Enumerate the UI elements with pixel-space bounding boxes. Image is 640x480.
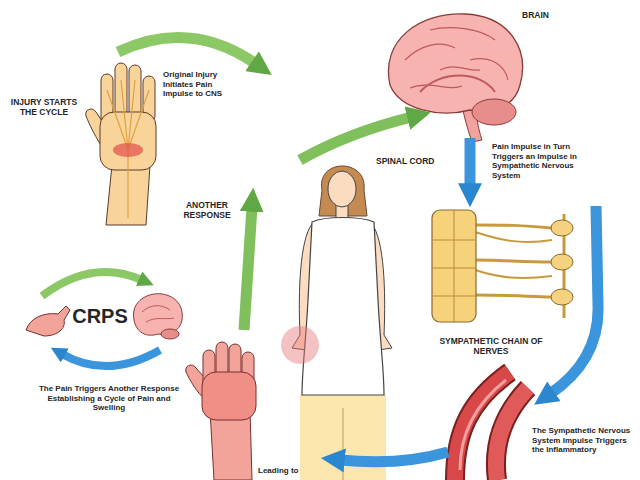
cycle-arrow [42, 272, 142, 296]
cerebellum [472, 99, 516, 125]
ganglion [551, 289, 573, 305]
injured-hand [86, 63, 156, 225]
woman-figure [281, 166, 392, 480]
label-holder: SPINAL CORD [376, 156, 448, 166]
small-brain [133, 294, 182, 336]
green-arrow [300, 117, 412, 160]
crps-cycle [26, 272, 182, 366]
step-note: Pain Impulse in Turn Triggers an Impulse… [492, 142, 597, 180]
small-hand [26, 306, 70, 336]
blue-arrow [465, 138, 476, 188]
nerves [475, 232, 552, 278]
label-holder: CRPS [70, 304, 130, 328]
pain-spot [281, 326, 319, 364]
part-name: BRAIN [522, 10, 574, 20]
caption-label: INJURY STARTS THE CYCLE [8, 97, 80, 117]
label-holder: Original Injury Initiates Pain Impulse t… [163, 70, 243, 99]
label-holder: The Sympathetic Nervous System Impulse T… [532, 426, 634, 455]
gyri [405, 28, 508, 88]
step-note: Original Injury Initiates Pain Impulse t… [163, 70, 243, 99]
part-name: SPINAL CORD [376, 156, 448, 166]
segments [432, 210, 476, 322]
cycle-arrows [118, 38, 598, 462]
cord [432, 210, 476, 322]
label-holder: Leading to [258, 466, 314, 476]
face [328, 171, 356, 207]
vessel-highlight [460, 380, 506, 470]
label-holder: INJURY STARTS THE CYCLE [8, 97, 80, 117]
leg-line [342, 408, 343, 480]
part-name: SYMPATHETIC CHAIN OF NERVES [430, 336, 552, 356]
blue-arrow [340, 452, 448, 462]
label-holder: ANOTHER RESPONSE [176, 200, 238, 220]
tank-top [302, 218, 384, 396]
green-arrow [244, 207, 252, 330]
blue-arrow [550, 206, 598, 394]
label-holder: BRAIN [522, 10, 574, 20]
ganglion [551, 254, 573, 270]
step-note: Leading to [258, 466, 314, 476]
injury-mark [113, 143, 143, 157]
cycle-arrow [62, 350, 160, 366]
palm [202, 372, 256, 420]
vessel [496, 388, 528, 480]
caption-label: ANOTHER RESPONSE [176, 200, 238, 220]
corpus-callosum [420, 76, 495, 93]
cycle-title: CRPS [70, 304, 130, 328]
cerebrum [388, 14, 522, 113]
nerve-lines [107, 80, 149, 218]
small-cerebellum [161, 329, 179, 339]
spinal-cord [432, 210, 573, 322]
vessel-outline [496, 388, 528, 480]
ganglion [551, 220, 573, 236]
label-holder: The Pain Triggers Another Response Estab… [38, 384, 180, 413]
blood-vessels [455, 372, 528, 480]
step-note: The Pain Triggers Another Response Estab… [38, 384, 180, 413]
label-holder: SYMPATHETIC CHAIN OF NERVES [430, 336, 552, 356]
label-holder: Pain Impulse in Turn Triggers an Impulse… [492, 142, 597, 180]
gyri [142, 306, 174, 322]
nerves [475, 225, 552, 297]
green-arrow [118, 38, 256, 64]
swollen-hand [186, 342, 256, 480]
step-note: The Sympathetic Nervous System Impulse T… [532, 426, 634, 455]
